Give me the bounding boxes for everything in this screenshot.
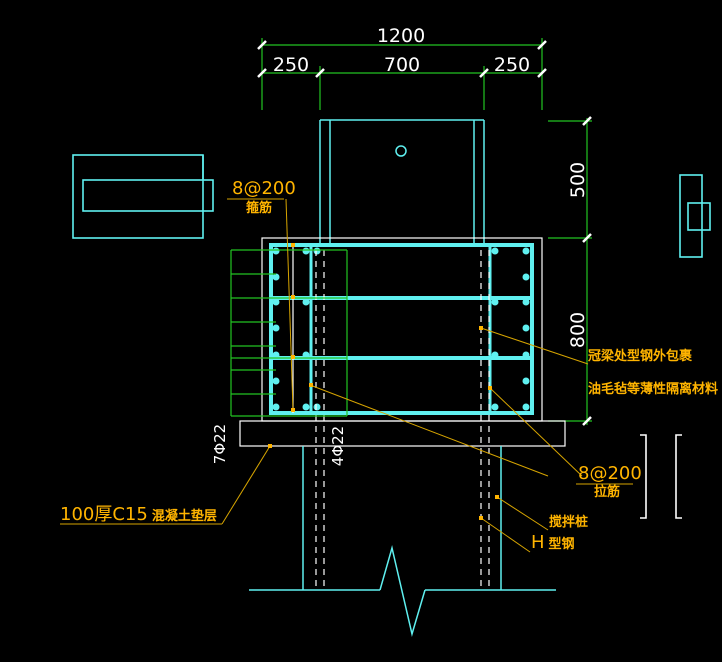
rebar-left-label: 7Φ22 [211, 424, 229, 464]
leader-cushion [221, 445, 271, 525]
bolt-hole [395, 145, 407, 157]
bracket-symbols [640, 434, 682, 519]
leader-wrap [480, 327, 589, 365]
steel-upper-section [319, 119, 485, 245]
leader-pile [496, 496, 549, 531]
h-steel-dashed [315, 250, 490, 590]
rebar-ladder [230, 249, 348, 417]
vertical-dimensions [548, 118, 592, 425]
crown-beam [261, 237, 543, 422]
left-plan-detail [72, 154, 214, 239]
mixing-pile-label: 搅拌桩 [549, 514, 588, 530]
dimension-ticks [257, 40, 547, 78]
h-steel-label: H 型钢 [531, 532, 575, 553]
right-small-detail [679, 174, 711, 258]
pile-section [249, 446, 556, 637]
cushion-note-prefix: 100厚C15 [60, 504, 148, 525]
leader-lines [60, 198, 633, 553]
rebar-dots [272, 247, 530, 411]
rebar-mid-label: 4Φ22 [329, 426, 347, 466]
leader-tie-2 [489, 387, 583, 477]
dim-text-right: 250 [494, 54, 530, 76]
cushion-layer [239, 420, 566, 447]
wrap-note-line-1: 冠梁处型钢外包裹 [588, 348, 693, 364]
cushion-note: 100厚C15 混凝土垫层 [60, 504, 217, 525]
dim-text-left: 250 [273, 54, 309, 76]
dim-text-middle: 700 [384, 54, 420, 76]
leader-tie-1 [309, 384, 549, 477]
tie-name-label: 拉筋 [594, 484, 620, 500]
h-steel-suffix: 型钢 [549, 536, 575, 552]
cushion-note-suffix: 混凝土垫层 [152, 508, 217, 524]
dim-text-upper: 500 [567, 162, 589, 198]
stirrup-spacing-label: 8@200 [232, 178, 296, 199]
dim-text-lower: 800 [567, 312, 589, 348]
wrap-note-line-2: 油毛毡等薄性隔离材料 [588, 381, 718, 397]
tie-spacing-label: 8@200 [578, 463, 642, 484]
stirrup-name-label: 箍筋 [246, 200, 272, 216]
leader-markers [268, 243, 499, 520]
leader-hsteel [480, 517, 531, 553]
vertical-dimension-ticks [582, 116, 592, 426]
beam-outline [261, 237, 543, 422]
h-steel-prefix: H [531, 532, 545, 553]
leader-stirrup [285, 198, 294, 411]
stirrup-outer [269, 243, 534, 415]
dim-text-total: 1200 [377, 25, 425, 47]
